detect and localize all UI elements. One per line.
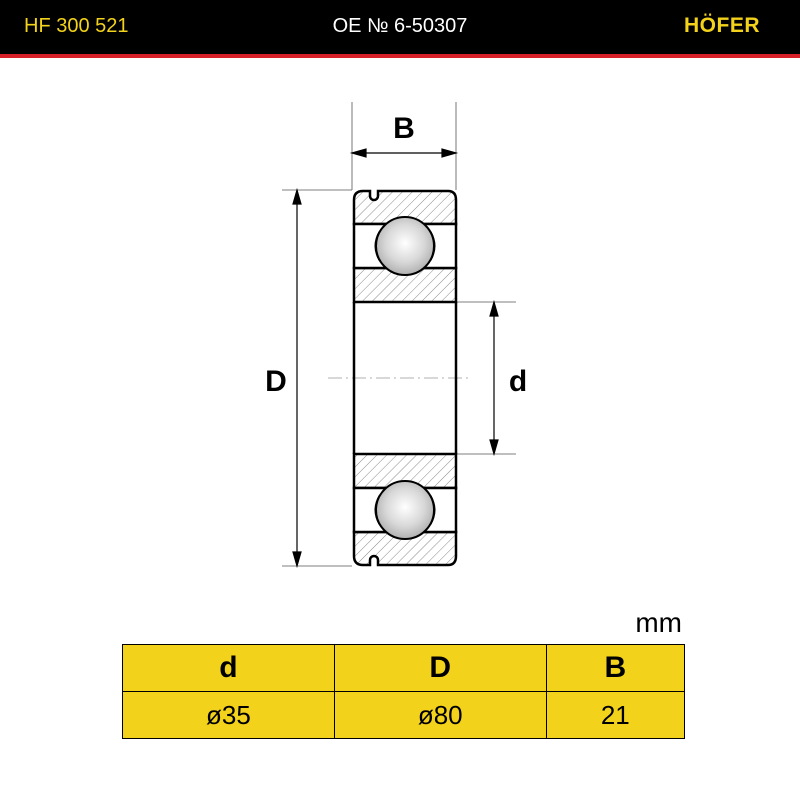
header-bar [0, 0, 800, 54]
header-d: d [122, 644, 335, 692]
ball-top [375, 216, 435, 276]
value-B: 21 [545, 691, 686, 739]
oe-number: OE № 6-50307 [332, 15, 468, 37]
bearing-top-section [352, 189, 458, 304]
header-B: B [545, 644, 686, 692]
dimension-width [349, 148, 459, 158]
bearing-bottom-section [352, 452, 458, 567]
bearing-diagram: B D d [265, 102, 527, 569]
header-D: D [333, 644, 547, 692]
part-number: HF 300 521 [24, 15, 129, 37]
outer-ring-top [352, 189, 458, 226]
value-d: ø35 [122, 691, 335, 739]
unit-label: mm [635, 607, 682, 638]
extension-lines [282, 102, 516, 567]
label-inner: d [509, 365, 527, 398]
outer-ring-bottom [352, 530, 458, 567]
dimension-outer [292, 187, 302, 569]
dimensions-table: d D B ø35 ø80 21 [122, 644, 686, 739]
value-D: ø80 [333, 691, 547, 739]
dimension-inner [489, 299, 499, 457]
table-header-row: d D B [122, 644, 686, 692]
label-outer: D [265, 365, 287, 398]
label-width: B [393, 112, 415, 145]
header-stripe [0, 54, 800, 58]
table-row: ø35 ø80 21 [122, 691, 686, 739]
ball-bottom [375, 480, 435, 540]
brand-logo: HÖFER [684, 14, 760, 37]
